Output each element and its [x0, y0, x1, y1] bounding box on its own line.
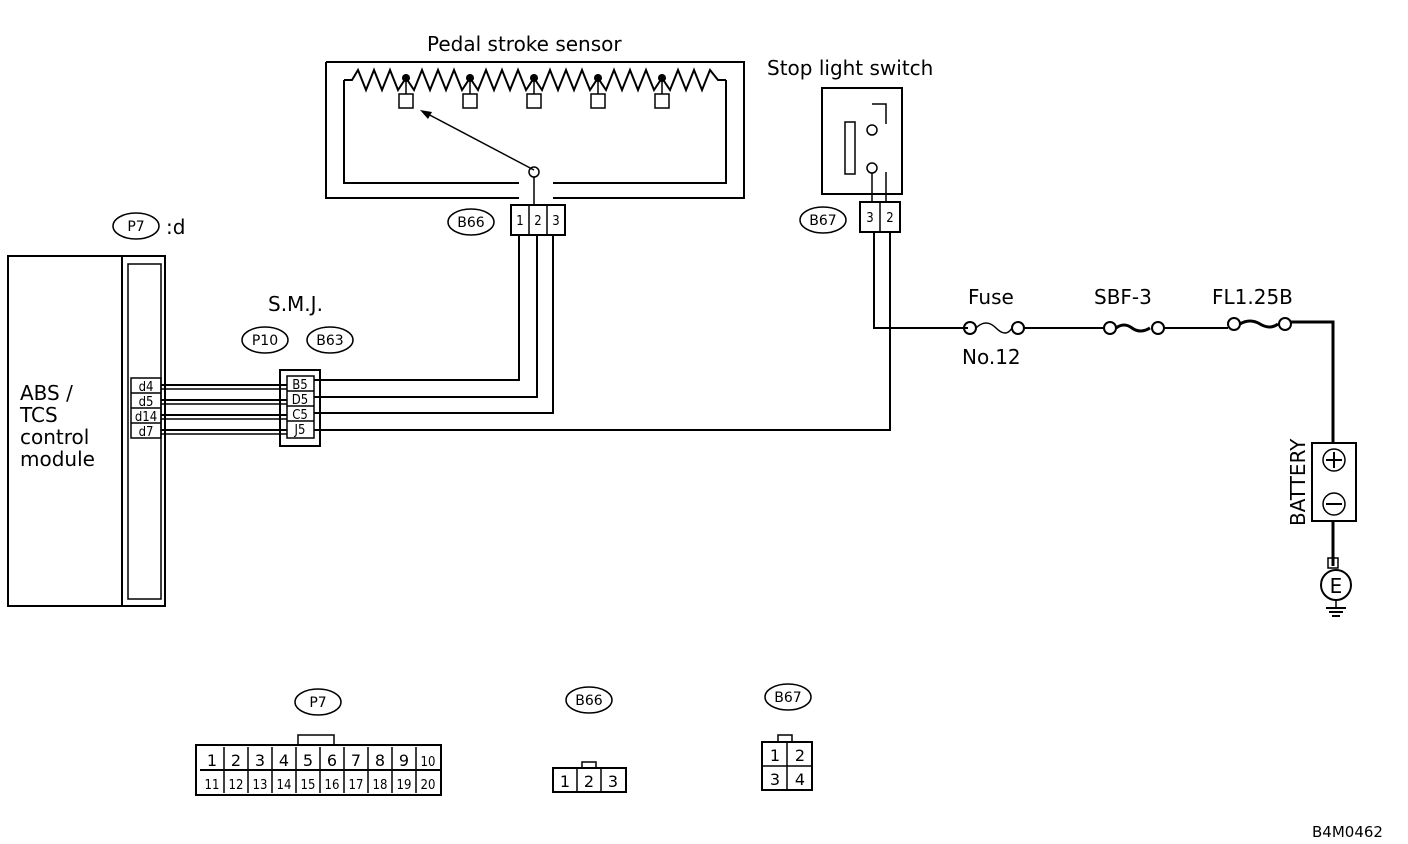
battery-label: BATTERY [1286, 438, 1310, 526]
svg-text::d: :d [166, 215, 185, 239]
p7-pin-10: 10 [421, 755, 436, 770]
svg-text:2: 2 [795, 746, 805, 765]
p7-pin-13: 13 [253, 778, 268, 793]
svg-text:3: 3 [552, 214, 559, 229]
p7-pin-5: 5 [303, 751, 313, 770]
smj-connector: B5 D5 C5 J5 [279, 369, 321, 447]
fuse-number: No.12 [962, 345, 1021, 369]
svg-text:J5: J5 [294, 423, 306, 438]
svg-text:d7: d7 [139, 425, 154, 440]
svg-text:B66: B66 [457, 215, 485, 231]
figure-id: B4M0462 [1312, 823, 1383, 841]
p7-pin-19: 19 [397, 778, 412, 793]
smj-to-components-wires [314, 232, 891, 431]
svg-text:2: 2 [886, 211, 893, 226]
sensor-taps [398, 74, 670, 109]
svg-text:B67: B67 [809, 213, 836, 229]
svg-text:B63: B63 [316, 333, 343, 349]
module-pin-block: d4 d5 d14 d7 [130, 377, 162, 440]
p7-pin-20: 20 [421, 778, 436, 793]
b67-badge: B67 [799, 206, 847, 234]
svg-text:2: 2 [584, 772, 594, 791]
p7-pin-2: 2 [231, 751, 241, 770]
svg-text:d5: d5 [139, 395, 154, 410]
sbf-label: SBF-3 [1094, 285, 1152, 309]
svg-text:1: 1 [516, 214, 523, 229]
p7-pin-14: 14 [277, 778, 292, 793]
battery: BATTERY [1286, 438, 1357, 526]
svg-text:3: 3 [770, 770, 780, 789]
p10-badge: P10 [241, 326, 289, 354]
p7-pin-11: 11 [205, 778, 220, 793]
svg-text:control: control [20, 425, 89, 449]
svg-text:B67: B67 [774, 690, 801, 706]
svg-text:TCS: TCS [19, 403, 58, 427]
p7-badge: P7 :d [112, 212, 185, 240]
p7-pin-1: 1 [207, 751, 217, 770]
svg-text:B5: B5 [292, 378, 307, 393]
b66-connector-inline: 1 2 3 [510, 204, 566, 236]
control-module: ABS / TCS control module [7, 255, 166, 607]
svg-text:C5: C5 [292, 408, 308, 423]
b67-face: B67 1 2 3 4 [761, 683, 813, 791]
fuse-label: Fuse [968, 285, 1014, 309]
p7-pin-12: 12 [229, 778, 244, 793]
svg-text:P7: P7 [309, 695, 326, 711]
p7-pin-18: 18 [373, 778, 388, 793]
svg-text:d4: d4 [139, 380, 154, 395]
svg-text:d14: d14 [135, 410, 157, 425]
b67-connector-inline: 3 2 [859, 201, 901, 233]
svg-text:B66: B66 [575, 693, 603, 709]
svg-text:2: 2 [534, 214, 541, 229]
ground-symbol: E [1320, 521, 1352, 617]
b66-face: B66 1 2 3 [552, 686, 627, 793]
svg-text:module: module [20, 447, 95, 471]
p7-pin-16: 16 [325, 778, 340, 793]
module-to-smj-wires [161, 384, 287, 435]
svg-text:ABS /: ABS / [20, 381, 73, 405]
svg-text:3: 3 [866, 211, 873, 226]
smj-label: S.M.J. [268, 292, 323, 316]
p7-pin-8: 8 [375, 751, 385, 770]
svg-text:3: 3 [608, 772, 618, 791]
svg-text:D5: D5 [292, 393, 308, 408]
p7-pin-7: 7 [351, 751, 361, 770]
p7-pin-4: 4 [279, 751, 289, 770]
b63-badge: B63 [306, 326, 354, 354]
stop-switch-body [821, 87, 903, 202]
svg-text:4: 4 [795, 770, 805, 789]
stop-switch-label: Stop light switch [767, 56, 933, 80]
svg-text:1: 1 [560, 772, 570, 791]
p7-pin-17: 17 [349, 778, 364, 793]
power-feed-wire [873, 232, 1335, 443]
pedal-sensor-body [325, 61, 745, 205]
svg-text:1: 1 [770, 746, 780, 765]
svg-text:E: E [1330, 574, 1343, 598]
svg-text:P7: P7 [127, 219, 144, 235]
b66-badge: B66 [447, 208, 495, 236]
pedal-sensor-label: Pedal stroke sensor [427, 32, 622, 56]
svg-text:P10: P10 [252, 333, 278, 349]
p7-pin-9: 9 [399, 751, 409, 770]
fl-label: FL1.25B [1212, 285, 1293, 309]
p7-pin-6: 6 [327, 751, 337, 770]
p7-pin-15: 15 [301, 778, 316, 793]
p7-pin-3: 3 [255, 751, 265, 770]
